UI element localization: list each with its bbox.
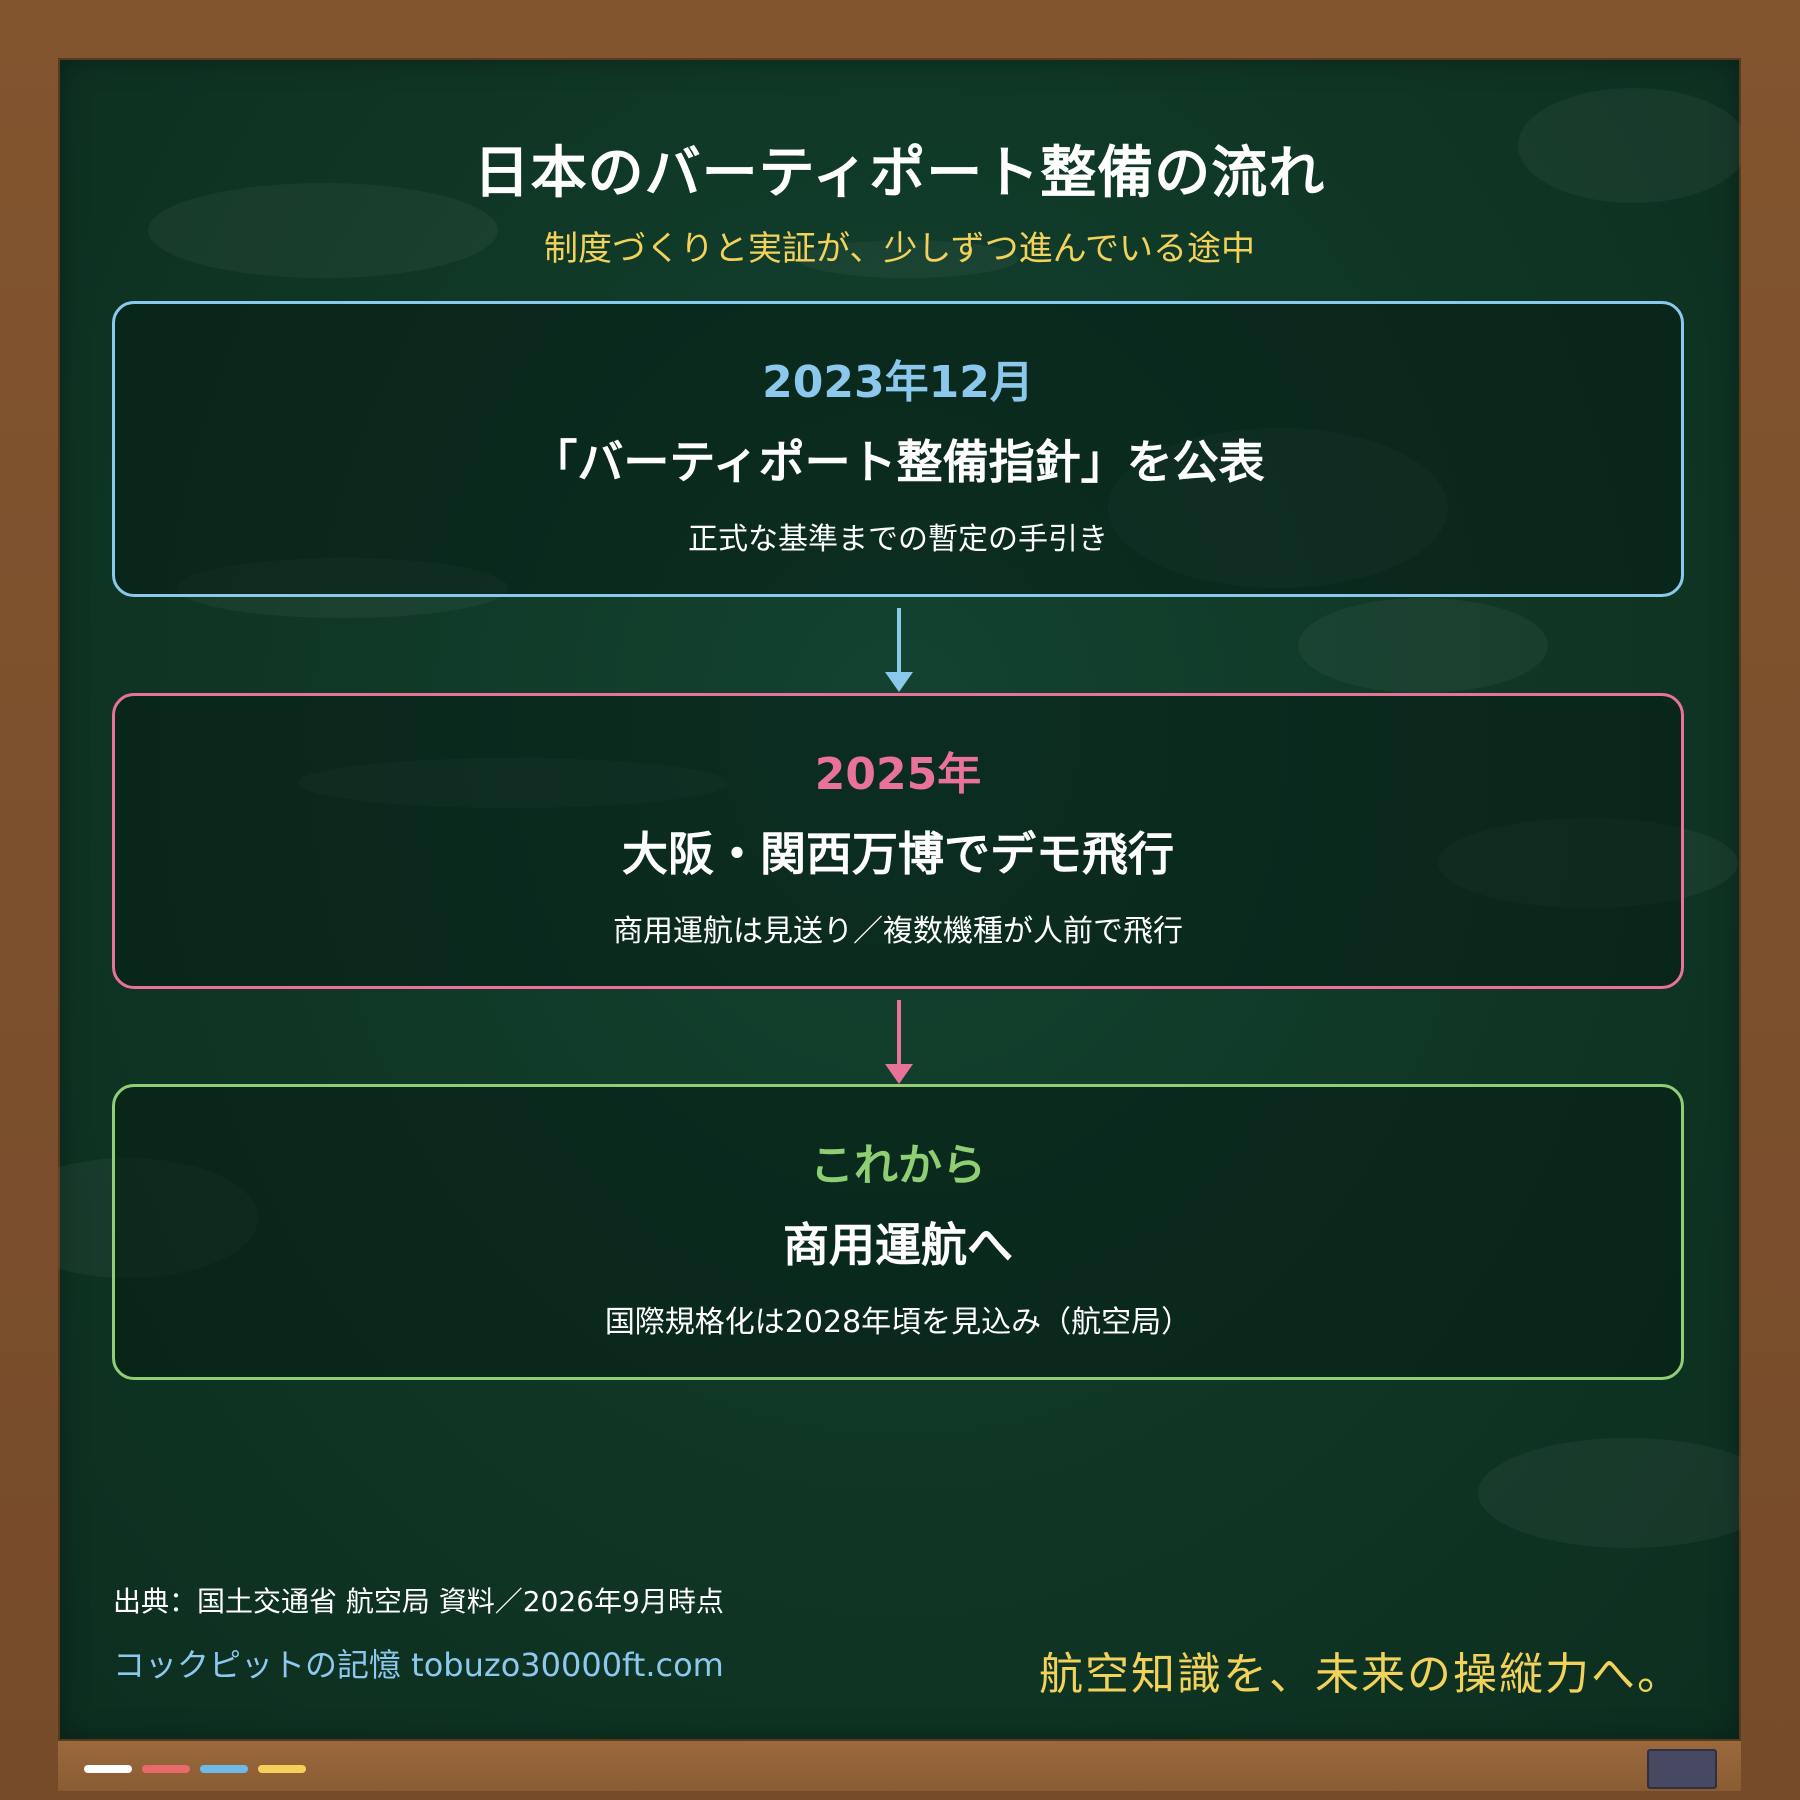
step-headline: 大阪・関西万博でデモ飛行 bbox=[622, 827, 1174, 881]
chalk-blue-icon bbox=[200, 1765, 248, 1773]
step-card-2023: 2023年12月 「バーティポート整備指針」を公表 正式な基準までの暫定の手引き bbox=[112, 301, 1684, 597]
step-description: 国際規格化は2028年頃を見込み（航空局） bbox=[604, 1305, 1192, 1340]
chalk-yellow-icon bbox=[258, 1765, 306, 1773]
step-description: 正式な基準までの暫定の手引き bbox=[688, 522, 1108, 557]
step-date: これから bbox=[810, 1140, 986, 1191]
page-subtitle: 制度づくりと実証が、少しずつ進んでいる途中 bbox=[544, 229, 1255, 269]
page-title: 日本のバーティポート整備の流れ bbox=[473, 141, 1326, 206]
chalk-smudge bbox=[798, 240, 1018, 278]
tagline: 航空知識を、未来の操縦力へ。 bbox=[1039, 1649, 1683, 1700]
chalk-white-icon bbox=[84, 1765, 132, 1773]
eraser-icon bbox=[1647, 1749, 1717, 1789]
chalk-smudge bbox=[1518, 88, 1741, 203]
step-date: 2025年 bbox=[814, 749, 982, 800]
step-card-2025: 2025年 大阪・関西万博でデモ飛行 商用運航は見送り／複数機種が人前で飛行 bbox=[112, 693, 1684, 989]
step-headline: 「バーティポート整備指針」を公表 bbox=[531, 435, 1265, 489]
source-note: 出典：国土交通省 航空局 資料／2026年9月時点 bbox=[113, 1585, 724, 1618]
chalk-tray bbox=[58, 1741, 1741, 1791]
chalk-red-icon bbox=[142, 1765, 190, 1773]
chalk-smudge bbox=[1478, 1438, 1741, 1548]
chalk-smudge bbox=[1298, 598, 1548, 693]
step-headline: 商用運航へ bbox=[783, 1218, 1013, 1272]
chalkboard: 日本のバーティポート整備の流れ 制度づくりと実証が、少しずつ進んでいる途中 20… bbox=[58, 58, 1741, 1741]
site-credit-link[interactable]: コックピットの記憶 tobuzo30000ft.com bbox=[113, 1646, 724, 1684]
step-date: 2023年12月 bbox=[762, 357, 1034, 408]
step-description: 商用運航は見送り／複数機種が人前で飛行 bbox=[613, 914, 1183, 949]
chalk-smudge bbox=[148, 183, 498, 278]
step-card-future: これから 商用運航へ 国際規格化は2028年頃を見込み（航空局） bbox=[112, 1084, 1684, 1380]
